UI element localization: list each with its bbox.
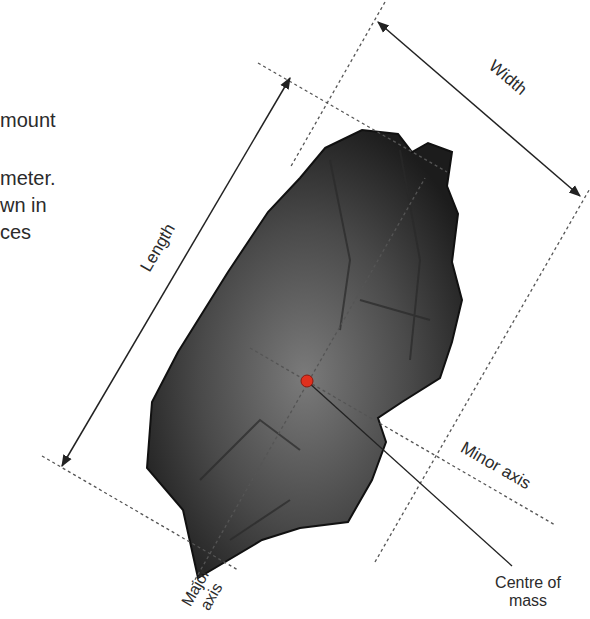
surface-texture — [200, 150, 430, 540]
body-text-fragment: mount — [0, 109, 56, 132]
body-text-fragment: wn in — [0, 194, 47, 217]
dimension-label: Major axis — [175, 560, 233, 619]
major-axis-line — [192, 178, 425, 585]
body-text-fragment: meter. — [0, 167, 56, 190]
body-text-fragment: ces — [0, 221, 31, 244]
centre-of-mass-dot — [301, 375, 313, 387]
label-holder: Length — [137, 221, 180, 276]
dimension-label: Centre of mass — [485, 574, 571, 611]
length-dimension — [62, 78, 290, 466]
label-holder: wn in — [0, 194, 47, 217]
label-holder: ces — [0, 221, 31, 244]
dimension-label: Width — [485, 57, 531, 100]
dimension-label: Minor axis — [458, 438, 535, 494]
extension-line — [258, 63, 447, 172]
label-holder: Minor axis — [458, 438, 535, 494]
width-dimension — [378, 22, 580, 196]
dimension-label: Length — [137, 221, 180, 276]
coal-particle — [147, 130, 462, 578]
label-holder: mount — [0, 109, 56, 132]
label-holder: Major axis — [175, 560, 233, 619]
minor-axis-line — [250, 348, 555, 525]
leader-line — [308, 382, 512, 566]
extension-line — [42, 456, 238, 570]
label-holder: Centre of mass — [485, 574, 571, 611]
extension-line — [375, 185, 590, 562]
extension-line — [290, 2, 385, 168]
label-holder: meter. — [0, 167, 56, 190]
label-holder: Width — [485, 57, 531, 100]
